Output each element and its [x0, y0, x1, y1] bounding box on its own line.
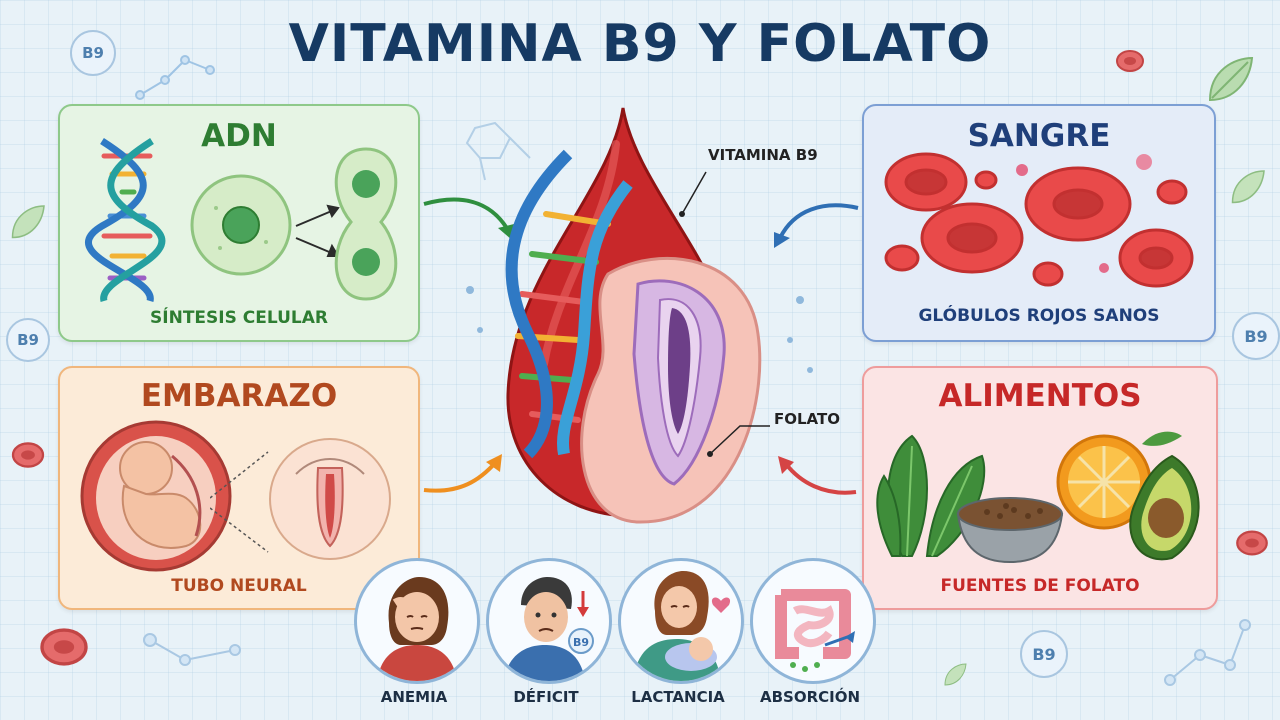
red-blood-cells-icon [884, 152, 1194, 288]
molecule-icon [1164, 619, 1251, 686]
sangre-caption: GLÓBULOS ROJOS SANOS [918, 306, 1160, 326]
callout-line-folato [707, 425, 770, 457]
molecule-icon [135, 55, 215, 100]
b9-badge-text: B9 [1244, 326, 1268, 346]
sangre-panel: SANGRE GLÓBULOS ROJOS SANOS [862, 104, 1216, 342]
sangre-title: SANGRE [967, 118, 1111, 154]
anemia-label: ANEMIA [380, 688, 448, 706]
embarazo-title: EMBARAZO [140, 378, 338, 414]
arrow-blue-icon [774, 203, 859, 248]
neural-tube-icon [269, 438, 391, 560]
vitamina-b9-label: VITAMINA B9 [708, 146, 818, 164]
blood-cell-icon [11, 442, 45, 468]
b9-mini-badge-text: B9 [573, 636, 589, 649]
adn-caption: SÍNTESIS CELULAR [150, 308, 328, 328]
deficit-label: DÉFICIT [513, 688, 579, 706]
blood-cell-icon [1116, 50, 1144, 72]
b9-badge-text: B9 [1032, 644, 1056, 664]
leaf-icon [11, 205, 45, 239]
adn-title: ADN [201, 118, 277, 154]
absorcion-circle [750, 558, 876, 684]
absorcion-label: ABSORCIÓN [759, 688, 861, 706]
anemia-circle [354, 558, 480, 684]
blood-cell-icon [40, 628, 88, 666]
b9-badge-text: B9 [82, 44, 104, 62]
breastfeeding-icon [633, 571, 731, 681]
folato-label: FOLATO [774, 410, 840, 428]
b9-badge-text: B9 [17, 331, 39, 349]
leaf-icon [1208, 56, 1254, 102]
b9-bubble-icon: B9 [6, 318, 50, 362]
alimentos-panel: ALIMENTOS FUENTES DE FOLATO [862, 366, 1218, 610]
fetus-in-womb-icon [80, 420, 232, 572]
b9-bubble-icon: B9 [1020, 630, 1068, 678]
embarazo-panel: EMBARAZO TUBO NEURAL [58, 366, 420, 610]
leaf-icon [944, 663, 967, 686]
alimentos-title: ALIMENTOS [938, 378, 1142, 414]
sparkle-dots-icon [466, 286, 813, 373]
foods-icon [876, 431, 1200, 564]
arrow-orange-icon [423, 454, 502, 493]
cell-icon [190, 174, 292, 276]
alimentos-caption: FUENTES DE FOLATO [940, 576, 1140, 596]
zoom-lines-icon [210, 451, 269, 553]
b9-bubble-icon: B9 [70, 30, 116, 76]
page-title: VITAMINA B9 Y FOLATO [288, 14, 992, 74]
leaf-icon [1231, 170, 1265, 204]
blood-drop-illustration [505, 107, 762, 524]
tired-woman-icon [377, 577, 457, 681]
lactancia-circle [618, 558, 744, 684]
intestine-icon [775, 589, 855, 672]
b9-bubble-icon: B9 [1232, 312, 1280, 360]
blood-cell-icon [1236, 530, 1268, 556]
deficit-circle: B9 [486, 558, 612, 684]
worried-man-icon: B9 [503, 577, 594, 681]
lactancia-label: LACTANCIA [631, 688, 725, 706]
molecule-icon [465, 121, 531, 181]
dividing-cell-icon [334, 147, 398, 301]
dna-helix-icon [85, 138, 166, 302]
molecule-icon [143, 633, 241, 666]
embarazo-caption: TUBO NEURAL [171, 576, 307, 596]
arrow-red-icon [778, 456, 857, 495]
adn-panel: ADN SÍNTESIS CELULAR [58, 104, 420, 342]
callout-line-vitamina [679, 171, 707, 217]
